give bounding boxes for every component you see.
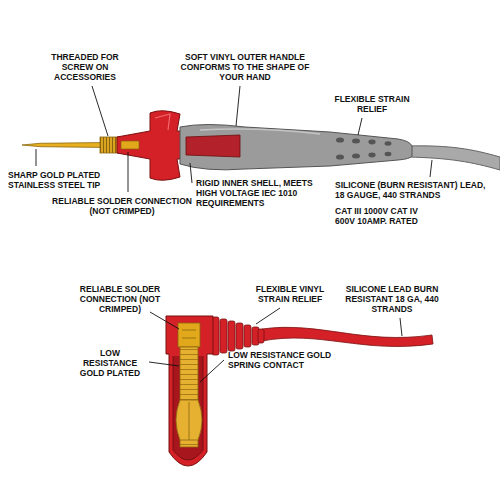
callout-label: SHARP GOLD PLATED STAINLESS STEEL TIP — [8, 170, 128, 190]
leader-lines-part — [92, 86, 108, 136]
strain-relief-holes-part — [368, 140, 375, 145]
gold-contact — [176, 347, 202, 447]
callout-label: SILICONE (BURN RESISTANT) LEAD, 18 GAUGE… — [335, 180, 495, 200]
callout-label: FLEXIBLE STRAIN RELIEF — [324, 94, 420, 114]
plug-solder-connection — [178, 323, 200, 347]
probe-cable-part — [408, 146, 500, 170]
strain-relief-holes-part — [352, 139, 360, 144]
strain-relief-holes-part — [385, 152, 392, 156]
plug-cable — [262, 327, 433, 346]
plug-body-part — [166, 316, 213, 466]
probe-cable — [408, 146, 500, 170]
callout-label: SILICONE LEAD BURN RESISTANT 18 GA, 440 … — [334, 284, 450, 314]
gold-contact-part — [189, 402, 190, 440]
plug-strain-relief-part — [236, 323, 243, 349]
inner-shell-part — [155, 114, 170, 130]
leader-lines-part — [236, 86, 240, 126]
strain-relief-holes-part — [336, 137, 344, 142]
plug-strain-relief — [212, 317, 264, 355]
leader-lines-part — [150, 312, 179, 329]
leader-lines-part — [430, 160, 432, 177]
leader-lines-part — [400, 318, 402, 336]
callout-label: SOFT VINYL OUTER HANDLE CONFORMS TO THE … — [174, 52, 316, 82]
callout-label: FLEXIBLE VINYL STRAIN RELIEF — [242, 284, 338, 304]
outer-handle — [180, 125, 412, 170]
strain-relief-holes-part — [352, 154, 360, 159]
callout-label: CAT III 1000V CAT IV 600V 10AMP. RATED — [335, 206, 435, 226]
outer-handle-part — [186, 135, 240, 157]
gold-contact-part — [176, 400, 202, 440]
leader-lines-part — [190, 163, 192, 183]
plug-strain-relief-part — [244, 325, 251, 347]
outer-handle-part — [180, 125, 412, 170]
plug-strain-relief-part — [220, 319, 227, 353]
plug-solder-connection-part — [178, 323, 200, 347]
plug-cable-part — [262, 327, 433, 346]
strain-relief-holes-part — [385, 141, 392, 145]
leader-lines-part — [256, 308, 280, 324]
callout-label: THREADED FOR SCREW ON ACCESSORIES — [42, 52, 128, 82]
solder-connection-part — [121, 141, 139, 149]
probe-tip — [22, 143, 101, 148]
plug-solder-connection-part — [182, 338, 196, 339]
strain-relief-holes-part — [368, 153, 375, 158]
callout-label: RELIABLE SOLDER CONNECTION (NOT CRIMPED) — [70, 284, 170, 314]
leader-lines-part — [149, 362, 179, 366]
solder-connection — [121, 141, 139, 149]
leader-lines-part — [200, 360, 224, 382]
leader-lines-part — [128, 152, 129, 192]
callout-label: LOW RESISTANCE GOLD SPRING CONTACT — [228, 350, 350, 370]
callout-label: RELIABLE SOLDER CONNECTION (NOT CRIMPED) — [43, 196, 201, 216]
strain-relief-holes-part — [336, 154, 344, 159]
callout-label: RIGID INNER SHELL, MEETS HIGH VOLTAGE IE… — [196, 178, 320, 208]
plug-strain-relief-part — [258, 329, 264, 343]
leader-lines-part — [36, 149, 37, 166]
leader-lines — [36, 86, 432, 382]
probe-tip-part — [22, 143, 101, 148]
plug-solder-connection-part — [182, 330, 196, 331]
outer-handle-part — [200, 129, 320, 134]
plug-strain-relief-part — [228, 321, 235, 351]
plug-body — [166, 316, 213, 466]
callout-label: LOW RESISTANCE GOLD PLATED — [74, 348, 146, 378]
strain-relief-holes — [336, 137, 391, 159]
leader-lines-part — [358, 118, 362, 135]
